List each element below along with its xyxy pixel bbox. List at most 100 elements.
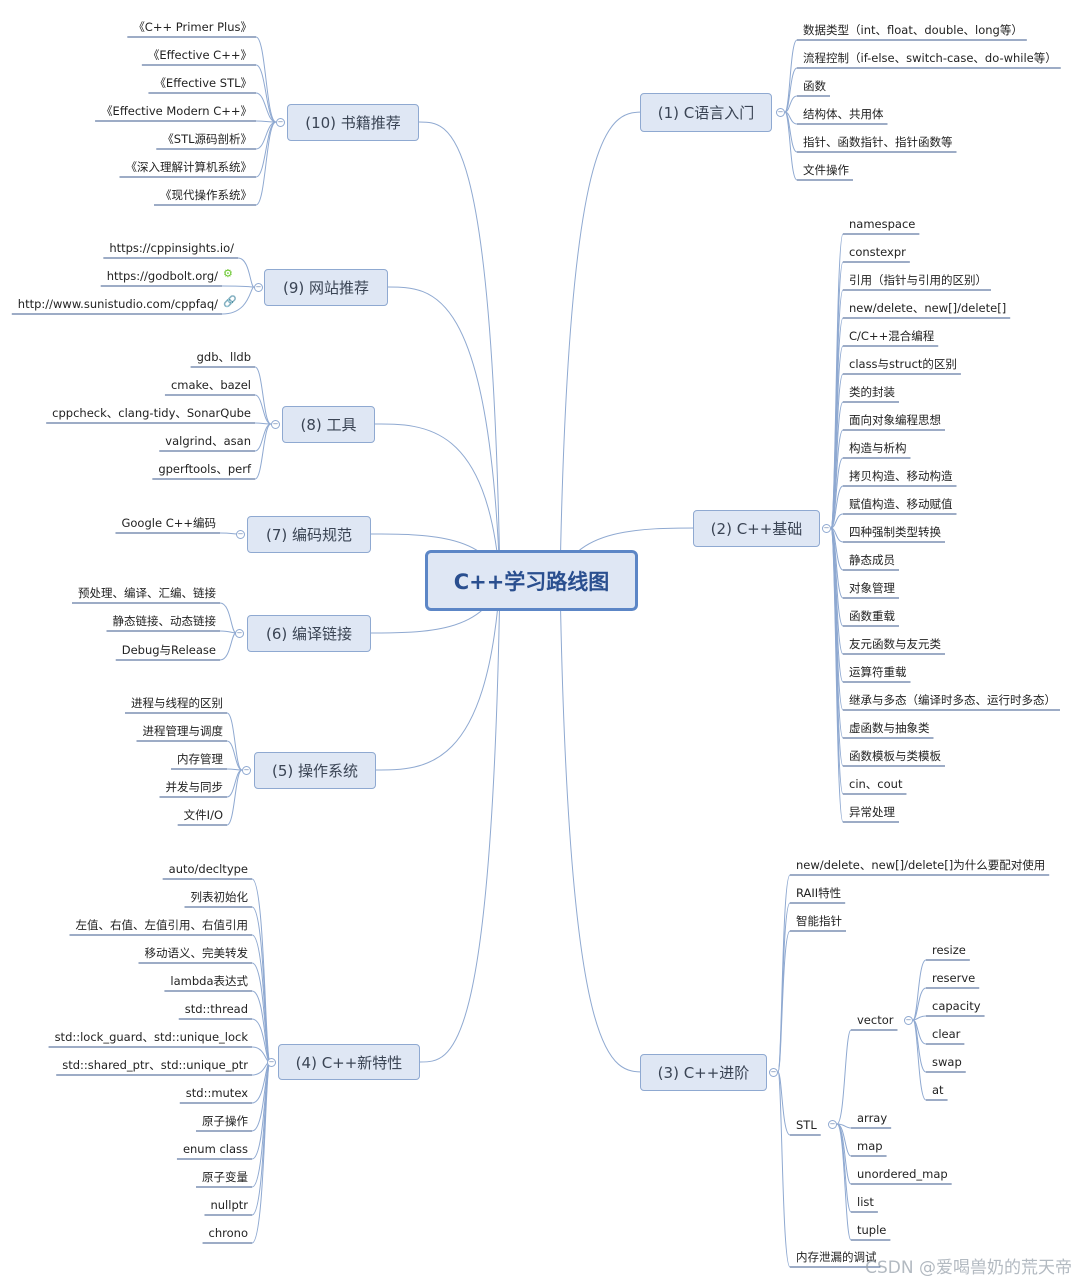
list-item[interactable]: cppcheck、clang-tidy、SonarQube [52,406,251,420]
stl-node[interactable]: STL [796,1118,817,1132]
root-node[interactable]: C++学习路线图 [425,550,638,611]
list-item[interactable]: cin、cout [849,777,903,791]
list-item[interactable]: Debug与Release [121,643,216,657]
topic-books[interactable]: (10) 书籍推荐 [287,104,419,141]
list-item[interactable]: std::shared_ptr、std::unique_ptr [62,1058,248,1072]
list-item[interactable]: 流程控制（if-else、switch-case、do-while等） [803,51,1057,65]
collapse-toggle-icon[interactable]: − [904,1016,913,1025]
list-item[interactable]: swap [932,1055,962,1069]
list-item[interactable]: enum class [182,1142,248,1156]
collapse-toggle-icon[interactable]: − [776,108,785,117]
list-item[interactable]: lambda表达式 [170,974,248,988]
list-item[interactable]: nullptr [210,1198,248,1212]
list-item[interactable]: gdb、lldb [196,350,251,364]
topic-cpp-advanced[interactable]: (3) C++进阶 [640,1054,767,1091]
list-item[interactable]: 构造与析构 [849,441,907,455]
list-item[interactable]: 预处理、编译、汇编、链接 [78,586,216,600]
list-item[interactable]: 四种强制类型转换 [849,525,941,539]
list-item[interactable]: 结构体、共用体 [803,107,884,121]
list-item[interactable]: resize [932,943,966,957]
list-item[interactable]: gperftools、perf [158,462,251,476]
topic-cpp-basics[interactable]: (2) C++基础 [693,510,820,547]
collapse-toggle-icon[interactable]: − [271,420,280,429]
list-item[interactable]: 文件操作 [803,163,849,177]
list-item[interactable]: constexpr [849,245,906,259]
list-item[interactable]: 拷贝构造、移动构造 [849,469,953,483]
list-item[interactable]: 《Effective C++》 [147,48,252,62]
website-link[interactable]: https://godbolt.org/ [106,269,218,283]
topic-coding-standard[interactable]: (7) 编码规范 [247,516,371,553]
list-item[interactable]: cmake、bazel [170,378,251,392]
list-item[interactable]: 函数 [803,79,826,93]
list-item[interactable]: 内存管理 [177,752,223,766]
vector-node[interactable]: vector [857,1013,894,1027]
list-item[interactable]: auto/decltype [168,862,248,876]
collapse-toggle-icon[interactable]: − [236,530,245,539]
list-item[interactable]: 静态成员 [849,553,895,567]
list-item[interactable]: class与struct的区别 [849,357,957,371]
list-item[interactable]: namespace [849,217,916,231]
list-item[interactable]: capacity [932,999,981,1013]
list-item[interactable]: unordered_map [857,1167,948,1181]
list-item[interactable]: list [857,1195,874,1209]
list-item[interactable]: std::mutex [185,1086,248,1100]
list-item[interactable]: 原子变量 [202,1170,248,1184]
list-item[interactable]: 《现代操作系统》 [160,188,252,202]
list-item[interactable]: 异常处理 [849,805,895,819]
list-item[interactable]: 《STL源码剖析》 [162,132,252,146]
collapse-toggle-icon[interactable]: − [769,1068,778,1077]
collapse-toggle-icon[interactable]: − [235,629,244,638]
website-link[interactable]: https://cppinsights.io/ [109,241,234,255]
list-item[interactable]: 进程与线程的区别 [131,696,223,710]
list-item[interactable]: 虚函数与抽象类 [849,721,930,735]
list-item[interactable]: Google C++编码 [121,516,216,530]
list-item[interactable]: chrono [208,1226,248,1240]
list-item[interactable]: 《深入理解计算机系统》 [125,160,253,174]
list-item[interactable]: 内存泄漏的调试 [796,1250,877,1264]
list-item[interactable]: 类的封装 [849,385,895,399]
topic-operating-system[interactable]: (5) 操作系统 [254,752,376,789]
list-item[interactable]: new/delete、new[]/delete[]为什么要配对使用 [796,858,1046,872]
list-item[interactable]: 列表初始化 [190,890,249,904]
list-item[interactable]: 友元函数与友元类 [849,637,941,651]
list-item[interactable]: 并发与同步 [165,780,224,794]
list-item[interactable]: array [857,1111,888,1125]
list-item[interactable]: 原子操作 [202,1114,248,1128]
list-item[interactable]: 赋值构造、移动赋值 [849,497,953,511]
list-item[interactable]: 运算符重载 [849,665,907,679]
list-item[interactable]: valgrind、asan [165,434,251,448]
list-item[interactable]: 智能指针 [796,914,842,928]
list-item[interactable]: 《Effective STL》 [154,76,252,90]
list-item[interactable]: 《Effective Modern C++》 [101,104,252,118]
list-item[interactable]: 指针、函数指针、指针函数等 [803,135,953,149]
list-item[interactable]: 面向对象编程思想 [849,413,941,427]
collapse-toggle-icon[interactable]: − [254,283,263,292]
list-item[interactable]: new/delete、new[]/delete[] [849,301,1007,315]
collapse-toggle-icon[interactable]: − [822,524,831,533]
list-item[interactable]: 进程管理与调度 [142,724,224,738]
list-item[interactable]: 数据类型（int、float、double、long等） [803,23,1023,37]
collapse-toggle-icon[interactable]: − [276,118,285,127]
list-item[interactable]: tuple [857,1223,887,1237]
list-item[interactable]: 函数重载 [849,609,895,623]
list-item[interactable]: reserve [932,971,976,985]
topic-tools[interactable]: (8) 工具 [282,406,375,443]
collapse-toggle-icon[interactable]: − [242,766,251,775]
list-item[interactable]: map [857,1139,883,1153]
list-item[interactable]: 左值、右值、左值引用、右值引用 [75,918,249,932]
list-item[interactable]: std::thread [184,1002,248,1016]
list-item[interactable]: std::lock_guard、std::unique_lock [54,1030,248,1044]
list-item[interactable]: 函数模板与类模板 [849,749,941,763]
list-item[interactable]: 文件I/O [183,808,223,822]
list-item[interactable]: C/C++混合编程 [849,329,935,343]
list-item[interactable]: clear [932,1027,961,1041]
list-item[interactable]: RAII特性 [796,886,842,900]
topic-websites[interactable]: (9) 网站推荐 [264,269,388,306]
list-item[interactable]: 引用（指针与引用的区别） [849,273,987,287]
list-item[interactable]: 静态链接、动态链接 [112,614,217,628]
list-item[interactable]: at [932,1083,944,1097]
topic-c-language[interactable]: (1) C语言入门 [640,93,772,132]
list-item[interactable]: 移动语义、完美转发 [144,946,249,960]
list-item[interactable]: 《C++ Primer Plus》 [133,20,252,34]
list-item[interactable]: 对象管理 [849,581,895,595]
